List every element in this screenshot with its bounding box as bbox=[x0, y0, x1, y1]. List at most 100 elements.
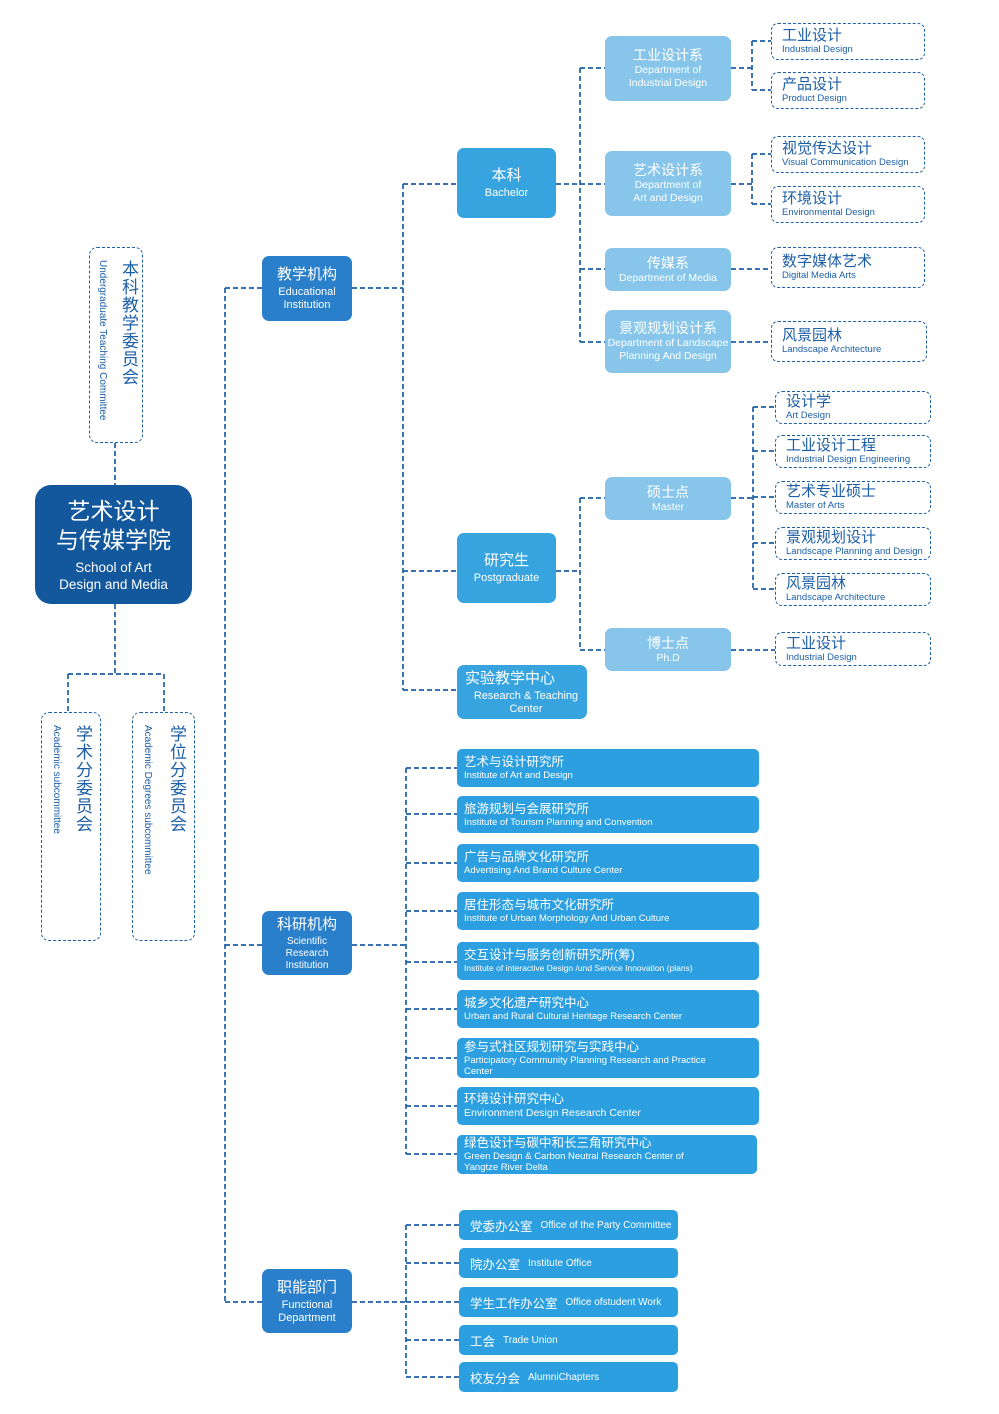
node-subtitle: Institution bbox=[283, 299, 331, 311]
major-title: 环境设计 bbox=[782, 190, 843, 207]
major-label: 设计学 Art Design bbox=[775, 391, 931, 424]
committee-label-en: Academic Degrees subcommittee bbox=[142, 725, 153, 875]
item-subtitle: Office ofstudent Work bbox=[565, 1296, 662, 1308]
node-subtitle: Functional bbox=[281, 1298, 333, 1311]
item-title: 党委办公室 bbox=[470, 1219, 533, 1234]
major-title: 设计学 bbox=[786, 393, 832, 410]
research-institute-item: 交互设计与服务创新研究所(筹) Institute of interactive… bbox=[457, 942, 759, 980]
functional-office-item: 工会 Trade Union bbox=[459, 1325, 678, 1355]
node-subtitle: Department of Media bbox=[618, 271, 718, 284]
research-institute-item: 居住形态与城市文化研究所 Institute of Urban Morpholo… bbox=[457, 892, 759, 930]
node-title: 研究生 bbox=[483, 552, 529, 569]
dept-industrial-design: 工业设计系 Department of Industrial Design bbox=[605, 36, 731, 101]
item-title: 学生工作办公室 bbox=[470, 1296, 558, 1311]
major-label: 风景园林 Landscape Architecture bbox=[775, 573, 931, 606]
major-label: 工业设计 Industrial Design bbox=[775, 632, 931, 666]
item-title: 工会 bbox=[470, 1334, 496, 1349]
major-title: 工业设计 bbox=[782, 27, 843, 44]
node-subtitle: Scientific bbox=[286, 935, 327, 947]
major-subtitle: Industrial Design Engineering bbox=[786, 454, 911, 465]
root-title-line1: 艺术设计 bbox=[67, 497, 160, 524]
research-institute-item: 参与式社区规划研究与实践中心 Participatory Community P… bbox=[457, 1038, 759, 1078]
research-institute-item: 环境设计研究中心 Environment Design Research Cen… bbox=[457, 1087, 759, 1125]
item-title: 校友分会 bbox=[470, 1371, 521, 1386]
committee-label-en: Undergraduate Teaching Committee bbox=[97, 260, 108, 421]
major-subtitle: Industrial Design bbox=[782, 44, 853, 55]
research-institute-item: 城乡文化遗产研究中心 Urban and Rural Cultural Heri… bbox=[457, 990, 759, 1028]
node-subtitle: Department of bbox=[634, 179, 702, 191]
major-title: 艺术专业硕士 bbox=[786, 483, 877, 500]
root-title-line2: 与传媒学院 bbox=[56, 526, 171, 553]
item-subtitle: Center bbox=[464, 1065, 493, 1077]
node-subtitle: Planning And Design bbox=[619, 350, 717, 362]
major-title: 数字媒体艺术 bbox=[782, 253, 873, 270]
item-subtitle: Trade Union bbox=[503, 1334, 558, 1346]
major-label: 景观规划设计 Landscape Planning and Design bbox=[775, 527, 931, 560]
major-title: 产品设计 bbox=[782, 76, 843, 93]
item-title: 院办公室 bbox=[470, 1257, 521, 1272]
scientific-research-node: 科研机构 Scientific Research Institution bbox=[262, 911, 352, 975]
committee-label: 学位分委员会 bbox=[167, 725, 186, 833]
major-title: 风景园林 bbox=[782, 327, 843, 344]
node-subtitle: Master bbox=[651, 500, 685, 513]
functional-office-item: 校友分会 AlumniChapters bbox=[459, 1362, 678, 1392]
research-institute-item: 旅游规划与会展研究所 Institute of Tourism Planning… bbox=[457, 796, 759, 833]
item-subtitle: Institute of Art and Design bbox=[464, 770, 573, 781]
major-label: 环境设计 Environmental Design bbox=[771, 186, 925, 223]
item-subtitle: Environment Design Research Center bbox=[464, 1107, 641, 1119]
node-title: 景观规划设计系 bbox=[619, 320, 717, 336]
node-title: 教学机构 bbox=[276, 266, 337, 283]
major-label: 工业设计工程 Industrial Design Engineering bbox=[775, 435, 931, 468]
item-subtitle: Office of the Party Committee bbox=[540, 1219, 672, 1231]
item-title: 旅游规划与会展研究所 bbox=[464, 801, 590, 816]
node-title: 工业设计系 bbox=[633, 47, 703, 63]
item-title: 交互设计与服务创新研究所(筹) bbox=[464, 948, 635, 962]
item-subtitle: Institute of Tourism Planning and Conven… bbox=[464, 816, 653, 828]
item-subtitle: Participatory Community Planning Researc… bbox=[464, 1054, 706, 1066]
node-subtitle: Postgraduate bbox=[473, 572, 540, 584]
major-subtitle: Master of Arts bbox=[786, 500, 845, 511]
node-title: 职能部门 bbox=[276, 1278, 337, 1296]
research-teaching-center-node: 实验教学中心 Research & Teaching Center bbox=[457, 665, 587, 719]
node-subtitle: Bachelor bbox=[484, 187, 529, 199]
major-subtitle: Landscape Architecture bbox=[782, 344, 882, 355]
bachelor-node: 本科 Bachelor bbox=[457, 148, 556, 218]
major-subtitle: Landscape Architecture bbox=[786, 592, 886, 603]
root-subtitle-line2: Design and Media bbox=[59, 576, 168, 592]
major-subtitle: Digital Media Arts bbox=[782, 270, 856, 281]
item-subtitle: Institute Office bbox=[528, 1257, 592, 1269]
item-subtitle: Yangtze River Delta bbox=[464, 1162, 548, 1173]
educational-institution-node: 教学机构 Educational Institution bbox=[262, 256, 352, 321]
functional-office-item: 院办公室 Institute Office bbox=[459, 1248, 678, 1278]
major-title: 工业设计 bbox=[786, 634, 847, 652]
item-subtitle: Institute of interactive Design /und Ser… bbox=[464, 963, 693, 973]
phd-node: 博士点 Ph.D bbox=[605, 628, 731, 671]
committee-label: 学术分委员会 bbox=[73, 725, 92, 833]
root-subtitle-line1: School of Art bbox=[75, 559, 152, 575]
node-subtitle: Institution bbox=[285, 959, 329, 971]
node-title: 硕士点 bbox=[647, 483, 689, 500]
committee-label-en: Academic subcommittee bbox=[51, 725, 62, 834]
node-subtitle: Department of Landscape bbox=[607, 337, 729, 349]
node-subtitle: Art and Design bbox=[633, 192, 703, 204]
item-title: 参与式社区规划研究与实践中心 bbox=[464, 1039, 640, 1054]
major-title: 视觉传达设计 bbox=[782, 140, 873, 157]
node-title: 实验教学中心 bbox=[465, 669, 556, 687]
major-label: 视觉传达设计 Visual Communication Design bbox=[771, 136, 925, 173]
node-subtitle: Department of bbox=[634, 64, 702, 76]
academic-subcommittee: 学术分委员会 Academic subcommittee bbox=[41, 712, 101, 941]
item-subtitle: Green Design & Carbon Neutral Research C… bbox=[464, 1151, 684, 1162]
node-title: 本科 bbox=[491, 167, 522, 184]
research-institute-item: 绿色设计与碳中和长三角研究中心 Green Design & Carbon Ne… bbox=[457, 1135, 757, 1174]
major-title: 工业设计工程 bbox=[786, 437, 877, 454]
major-label: 风景园林 Landscape Architecture bbox=[771, 321, 927, 362]
major-subtitle: Environmental Design bbox=[782, 207, 875, 218]
node-subtitle: Department bbox=[278, 1311, 336, 1324]
node-title: 传媒系 bbox=[647, 254, 689, 271]
item-title: 广告与品牌文化研究所 bbox=[464, 850, 590, 864]
item-subtitle: Institute of Urban Morphology And Urban … bbox=[464, 913, 670, 924]
item-title: 环境设计研究中心 bbox=[464, 1092, 565, 1106]
item-title: 居住形态与城市文化研究所 bbox=[464, 898, 615, 912]
functional-office-item: 党委办公室 Office of the Party Committee bbox=[459, 1210, 678, 1240]
